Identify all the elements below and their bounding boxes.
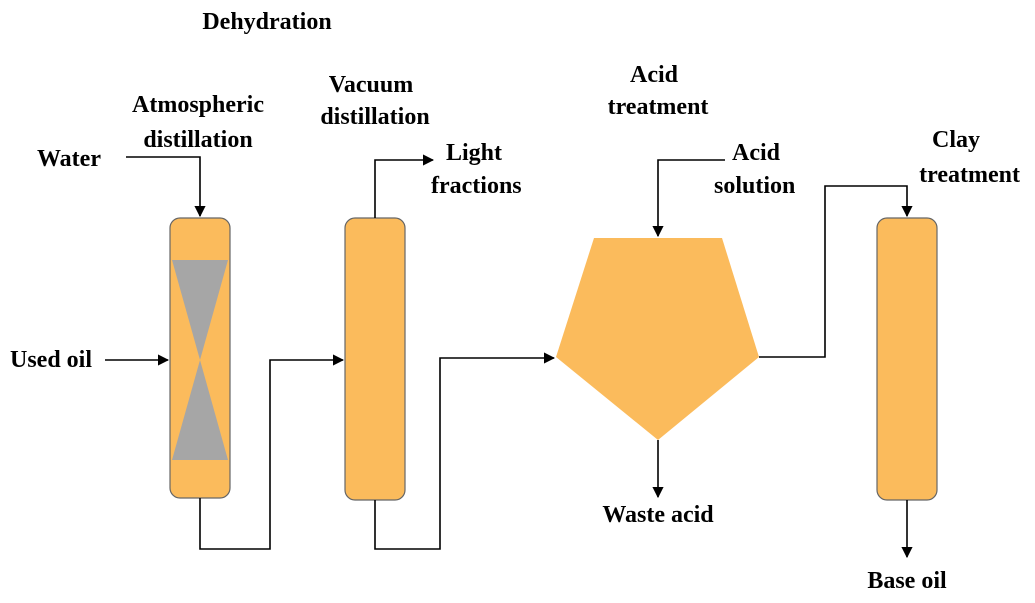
label-clay-line2: treatment [919, 162, 1020, 188]
water-inlet-line [126, 156, 206, 218]
vacuum-to-acid-line [374, 352, 556, 550]
label-vacuum-line1: Vacuum [329, 72, 413, 98]
label-acid-solution-line1: Acid [732, 140, 781, 166]
label-light-line1: Light [446, 140, 502, 166]
label-acid-solution-line2: solution [714, 173, 795, 199]
acid-treatment-vessel [556, 238, 759, 440]
label-acid-treatment-line2: treatment [608, 94, 709, 120]
label-water: Water [37, 146, 101, 172]
label-acid-treatment-line1: Acid [630, 62, 679, 88]
label-atmospheric-line1: Atmospheric [132, 92, 264, 118]
label-dehydration: Dehydration [202, 9, 331, 35]
label-vacuum-line2: distillation [320, 104, 429, 130]
label-base-oil: Base oil [867, 568, 947, 594]
light-fractions-outlet-line [374, 154, 435, 218]
clay-treatment-column [876, 217, 938, 501]
label-used-oil: Used oil [10, 347, 92, 373]
atmospheric-to-vacuum-line [199, 354, 345, 550]
column-packing-bottom [172, 360, 228, 460]
acid-to-clay-line [759, 185, 913, 358]
label-atmospheric-line2: distillation [143, 127, 252, 153]
vacuum-distillation-column [344, 217, 406, 501]
label-light-line2: fractions [431, 173, 522, 199]
label-clay-line1: Clay [932, 127, 980, 153]
column-packing-top [172, 260, 228, 360]
label-waste-acid: Waste acid [602, 502, 714, 528]
acid-solution-inlet-line [652, 159, 725, 238]
